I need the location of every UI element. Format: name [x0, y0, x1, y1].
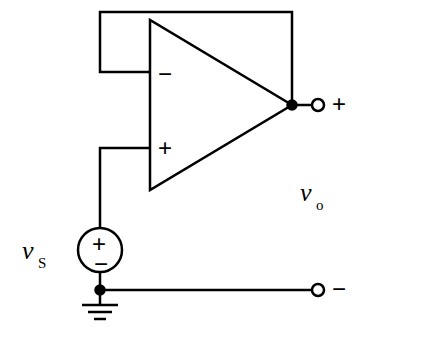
polarity-sign: + [332, 92, 346, 116]
pin-label: − [158, 62, 172, 86]
signal-subscript: o [316, 198, 324, 213]
return-wire [100, 289, 312, 292]
output-terminal [312, 284, 324, 296]
junction-dot [288, 101, 297, 110]
pin-label: + [158, 136, 172, 160]
ground-symbol [82, 305, 118, 319]
signal-subscript: S [38, 256, 46, 271]
junction-dot [96, 286, 105, 295]
output-terminal [312, 99, 324, 111]
signal-name: v [22, 238, 34, 264]
polarity-sign: − [332, 277, 346, 301]
input-wire [100, 148, 150, 228]
feedback-wire [100, 12, 292, 105]
signal-name: v [300, 180, 312, 206]
op-amp-symbol [150, 20, 292, 190]
polarity-sign: − [94, 252, 108, 276]
